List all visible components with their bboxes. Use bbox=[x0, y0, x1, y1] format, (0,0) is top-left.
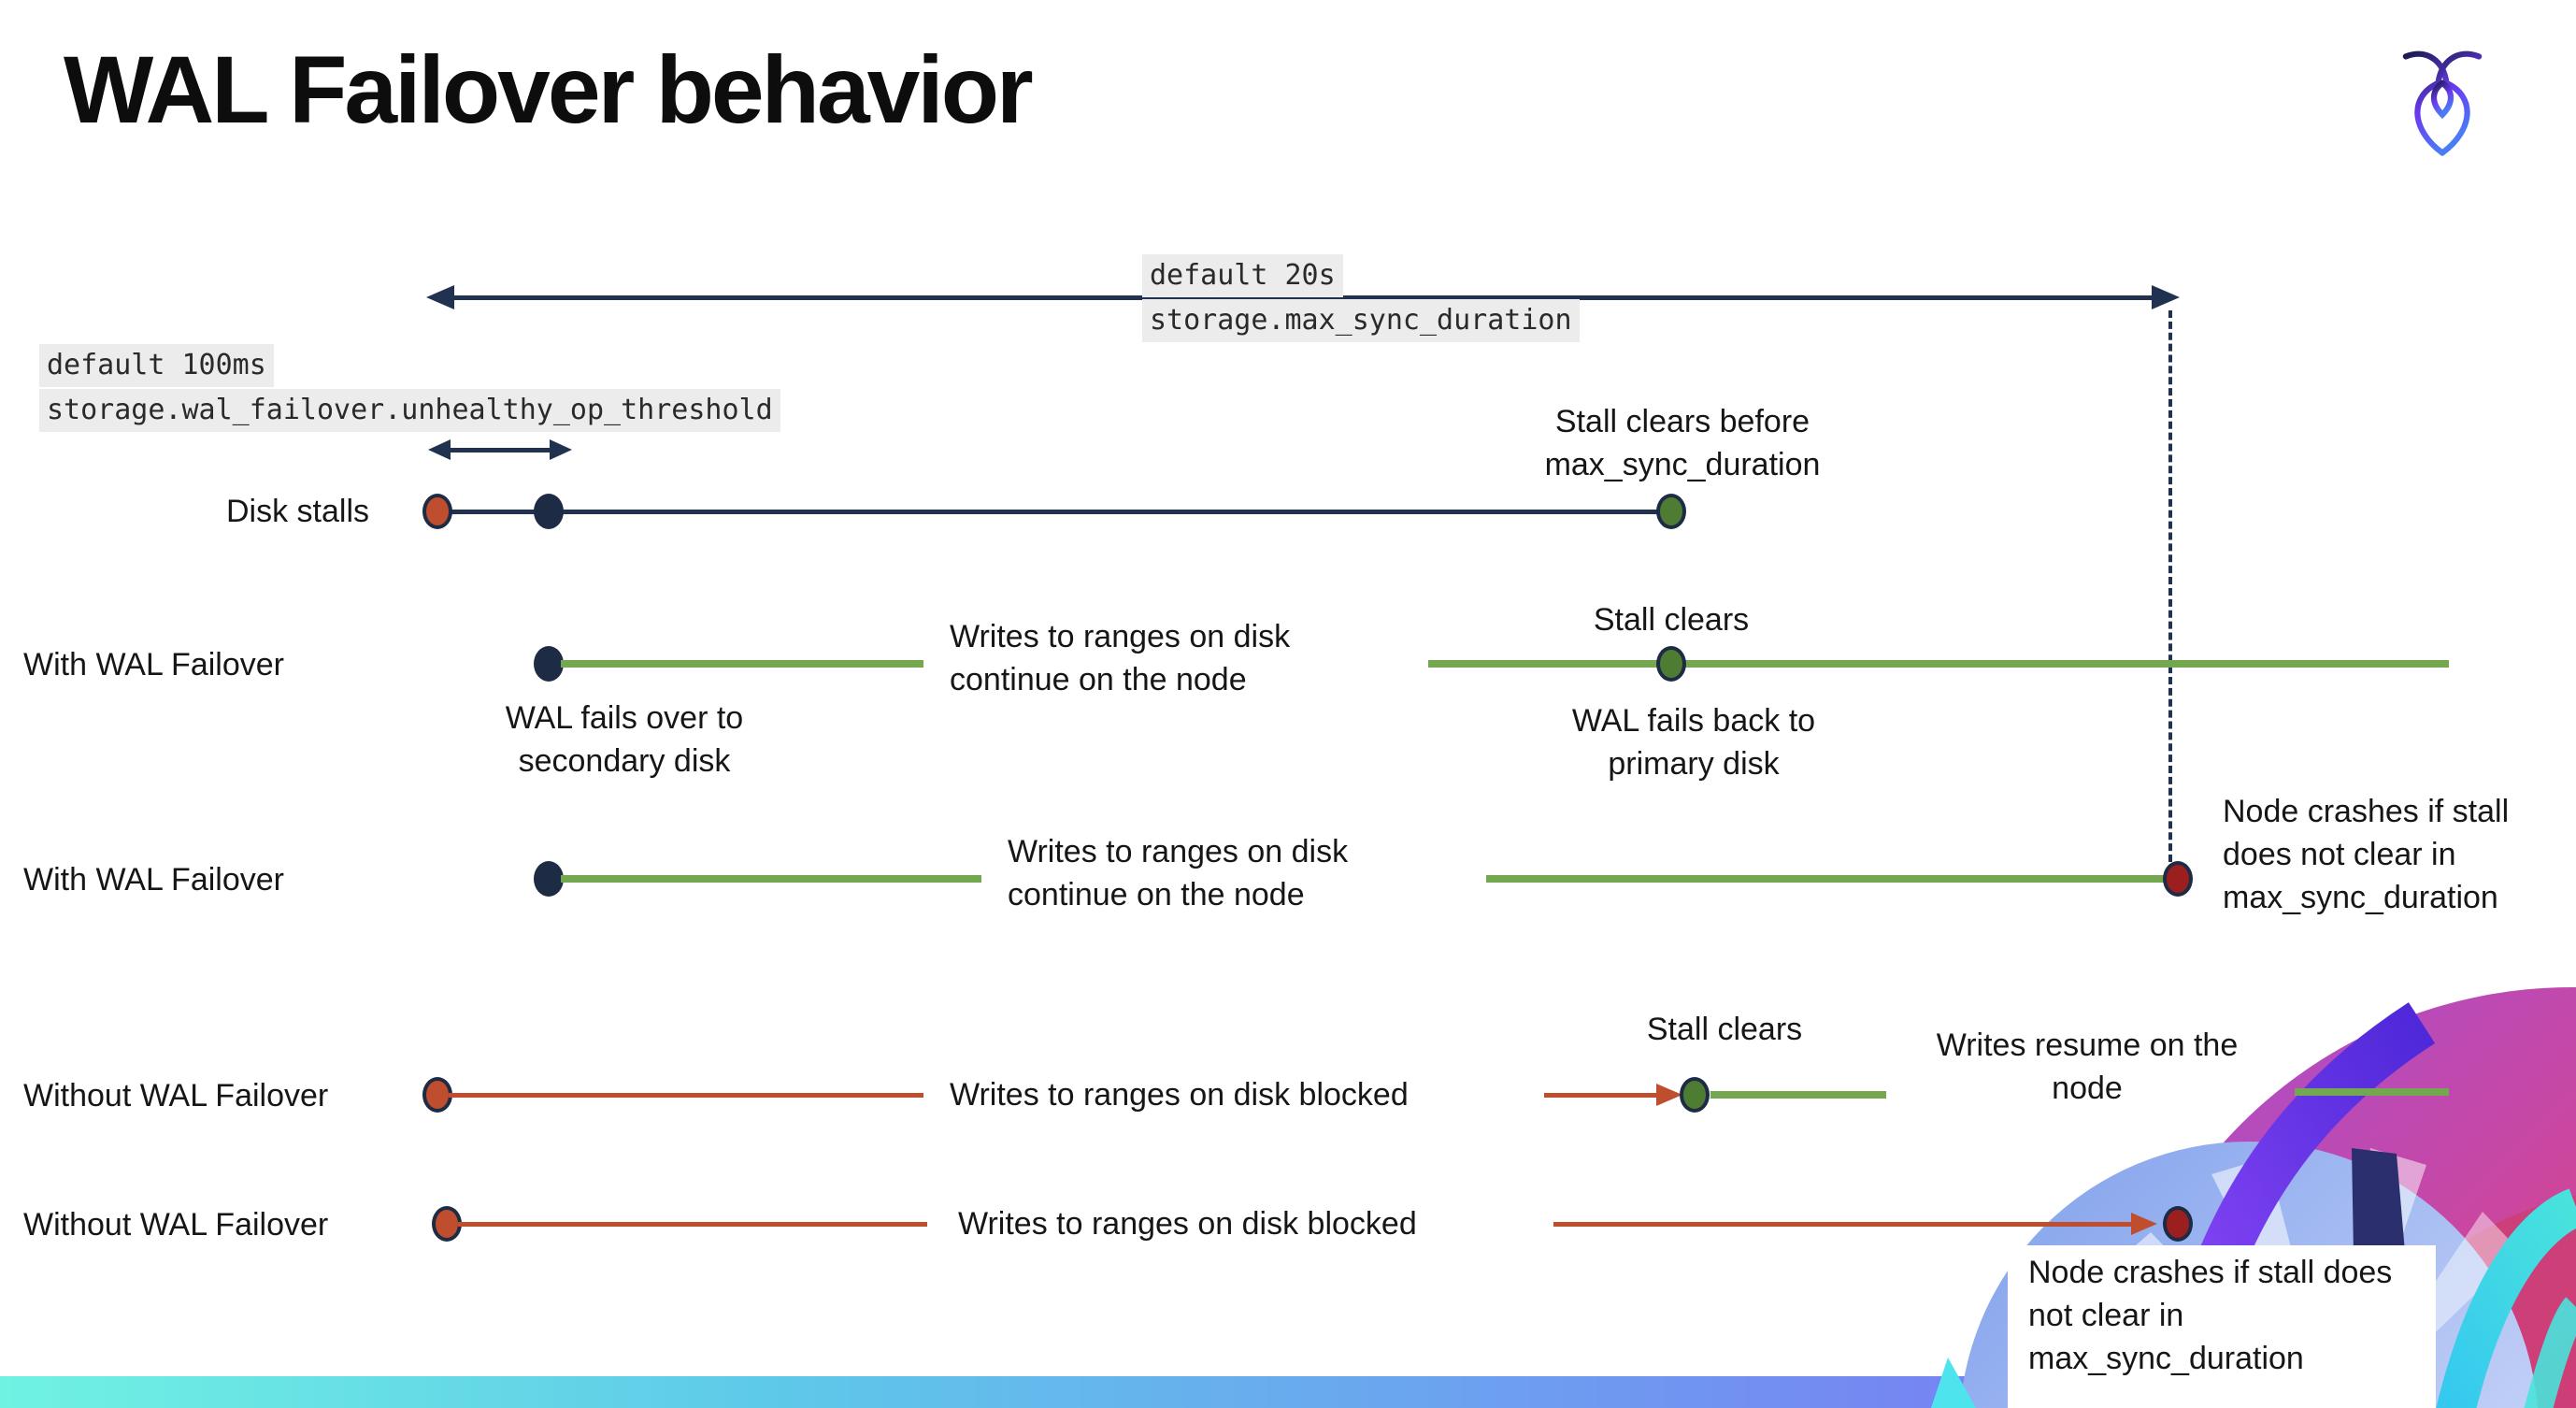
row-label-with-wal-failover: With WAL Failover bbox=[23, 862, 284, 898]
max-sync-deadline-dashed-line bbox=[2168, 310, 2172, 862]
writes-blocked-note: Writes to ranges on disk blocked bbox=[950, 1077, 1409, 1113]
writes-continue-note: Writes to ranges on disk continue on the… bbox=[950, 619, 1291, 697]
writes-blocked-line bbox=[1553, 1222, 2133, 1227]
row-label-without-wal-failover: Without WAL Failover bbox=[23, 1078, 329, 1113]
row-label-disk-stalls: Disk stalls bbox=[226, 494, 370, 529]
unhealthy-op-default-value: default 100ms bbox=[39, 344, 274, 387]
writes-continue-line bbox=[1486, 875, 2170, 883]
disk-stall-timeline bbox=[437, 510, 1671, 514]
cockroachdb-logo bbox=[2402, 50, 2483, 156]
max-sync-duration-span-line bbox=[452, 295, 2155, 300]
max-sync-setting-name: storage.max_sync_duration bbox=[1142, 299, 1580, 342]
writes-blocked-line bbox=[1544, 1093, 1658, 1098]
failover-dot bbox=[534, 861, 564, 897]
node-crash-dot bbox=[2163, 861, 2193, 897]
stall-clears-before-note: Stall clears before max_sync_duration bbox=[1544, 404, 1821, 482]
writes-blocked-line bbox=[458, 1222, 927, 1227]
arrowhead-right-icon bbox=[2152, 285, 2180, 309]
failover-threshold-dot bbox=[534, 494, 564, 529]
art-cyan-spike bbox=[1931, 1358, 1976, 1408]
writes-blocked-note: Writes to ranges on disk blocked bbox=[958, 1206, 1417, 1242]
failover-dot bbox=[534, 646, 564, 682]
arrowhead-right-icon bbox=[550, 439, 572, 460]
arrowhead-left-icon bbox=[428, 439, 451, 460]
node-crash-note: Node crashes if stall does not clear in … bbox=[2028, 1255, 2393, 1376]
writes-continue-note: Writes to ranges on disk continue on the… bbox=[1008, 834, 1349, 912]
arrowhead-right-icon bbox=[1656, 1084, 1682, 1106]
failback-to-primary-note: WAL fails back to primary disk bbox=[1571, 703, 1816, 782]
stall-clear-dot bbox=[1656, 646, 1686, 682]
page-title: WAL Failover behavior bbox=[64, 36, 1034, 143]
max-sync-default-value: default 20s bbox=[1142, 254, 1343, 297]
art-cyan-band bbox=[2436, 1188, 2576, 1408]
stall-clear-dot bbox=[1656, 494, 1686, 529]
arrowhead-right-icon bbox=[2131, 1213, 2157, 1235]
stall-clears-note: Stall clears bbox=[1593, 602, 1750, 638]
writes-continue-line bbox=[561, 660, 923, 668]
failover-to-secondary-note: WAL fails over to secondary disk bbox=[505, 700, 744, 779]
writes-blocked-line bbox=[449, 1093, 923, 1098]
stall-start-dot bbox=[422, 494, 452, 529]
writes-continue-line bbox=[1428, 660, 2449, 668]
unhealthy-op-span-line bbox=[447, 448, 551, 453]
writes-continue-line bbox=[561, 875, 981, 883]
unhealthy-op-setting-name: storage.wal_failover.unhealthy_op_thresh… bbox=[39, 389, 780, 432]
stall-clears-note: Stall clears bbox=[1646, 1012, 1803, 1047]
crash-note-box: Node crashes if stall does not clear in … bbox=[2008, 1245, 2436, 1408]
row-label-with-wal-failover: With WAL Failover bbox=[23, 647, 284, 682]
node-crash-dot bbox=[2163, 1206, 2193, 1242]
writes-resume-line bbox=[1710, 1091, 1886, 1099]
row-label-without-wal-failover: Without WAL Failover bbox=[23, 1207, 329, 1243]
arrowhead-left-icon bbox=[426, 285, 454, 309]
node-crash-note: Node crashes if stall does not clear in … bbox=[2223, 794, 2510, 915]
art-cyan-band bbox=[2524, 1297, 2576, 1408]
unhealthy-op-threshold-label: default 100ms storage.wal_failover.unhea… bbox=[39, 344, 780, 434]
writes-resume-line bbox=[2295, 1088, 2449, 1096]
stall-clear-dot bbox=[1680, 1077, 1710, 1113]
writes-resume-note: Writes resume on the node bbox=[1936, 1027, 2239, 1106]
max-sync-duration-label: default 20s storage.max_sync_duration bbox=[1142, 254, 1580, 344]
